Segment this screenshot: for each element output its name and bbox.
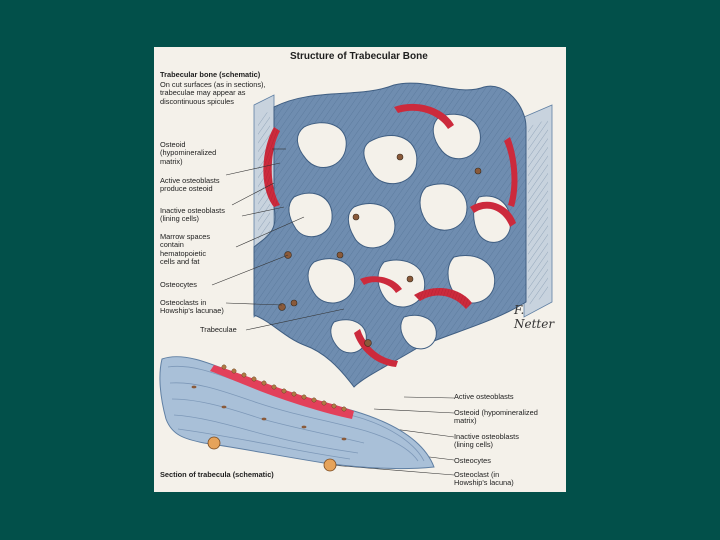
cut-surface-right	[524, 105, 552, 317]
label-osteoclasts: Osteoclasts in Howship's lacunae)	[160, 299, 224, 316]
figure-title: Structure of Trabecular Bone	[290, 51, 428, 62]
label-trabeculae: Trabeculae	[200, 326, 237, 334]
label-section-osteoclast: Osteoclast (in Howship's lacuna)	[454, 471, 514, 488]
trabecular-bone-figure: Structure of Trabecular Bone Trabecular …	[154, 47, 566, 492]
label-section-inactive-osteoblasts: Inactive osteoblasts (lining cells)	[454, 433, 519, 450]
label-section-osteocytes: Osteocytes	[454, 457, 491, 465]
label-marrow-spaces: Marrow spaces contain hematopoietic cell…	[160, 233, 210, 267]
label-section-active-osteoblasts: Active osteoblasts	[454, 393, 514, 401]
label-active-osteoblasts: Active osteoblasts produce osteoid	[160, 177, 220, 194]
label-inactive-osteoblasts: Inactive osteoblasts (lining cells)	[160, 207, 225, 224]
artist-signature: F. Netter	[514, 303, 566, 331]
trabecula-section	[160, 357, 434, 471]
label-cut-surfaces: On cut surfaces (as in sections), trabec…	[160, 81, 266, 106]
label-osteocytes: Osteocytes	[160, 281, 197, 289]
label-trabecular-heading: Trabecular bone (schematic)	[160, 71, 260, 79]
label-section-heading: Section of trabecula (schematic)	[160, 471, 274, 479]
label-section-osteoid: Osteoid (hypomineralized matrix)	[454, 409, 538, 426]
label-osteoid: Osteoid (hypomineralized matrix)	[160, 141, 216, 166]
